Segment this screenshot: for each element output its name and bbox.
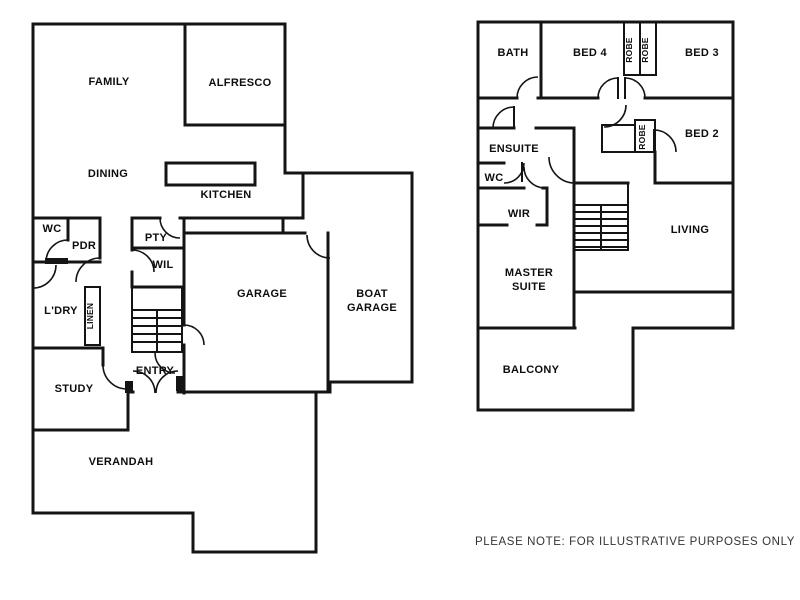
room-label-study: STUDY: [55, 383, 94, 395]
kitchen-bench: [164, 161, 257, 187]
room-label-wil: WIL: [152, 259, 173, 271]
room-label-l-dry: L'DRY: [44, 305, 78, 317]
cavity-slider-door: [45, 258, 68, 264]
room-label-balcony: BALCONY: [503, 364, 560, 376]
room-label-robe-8: ROBE: [637, 124, 647, 149]
room-label-living: LIVING: [671, 224, 709, 236]
room-label-bed-2: BED 2: [685, 128, 719, 140]
upper-floor-labels: BATH BED 4 ROBE ROBE BED 3 ENSUITE WC ROBE BED 2…: [485, 37, 719, 376]
room-label-linen: LINEN: [85, 303, 95, 330]
upper-floor-door-arcs: [492, 76, 677, 189]
entry-door-jamb-right: [176, 376, 184, 391]
upper-floor-outer-walls: [476, 20, 735, 412]
room-label-pdr: PDR: [72, 240, 96, 252]
room-label-entry: ENTRY: [136, 365, 175, 377]
upper-floor-interior-walls: [476, 20, 735, 330]
upper-floor-plan: BATH BED 4 ROBE ROBE BED 3 ENSUITE WC ROBE BED 2…: [476, 20, 735, 412]
ground-floor-labels: FAMILY ALFRESCO DINING KITCHEN WC PDR PTY WIL L'…: [43, 76, 397, 468]
room-label-wc: WC: [485, 172, 504, 184]
room-label-robe-3: ROBE: [624, 37, 634, 62]
ground-floor-stairs: [131, 286, 183, 353]
room-label-verandah: VERANDAH: [89, 456, 154, 468]
room-label-dining: DINING: [88, 168, 128, 180]
entry-door-jamb-left: [125, 381, 133, 393]
room-label-alfresco: ALFRESCO: [209, 77, 272, 89]
room-label-wc: WC: [43, 223, 62, 235]
upper-floor-stairs: [573, 182, 629, 251]
room-label-ensuite: ENSUITE: [489, 143, 539, 155]
room-label-garage: GARAGE: [237, 288, 287, 300]
room-label-wir: WIR: [508, 208, 530, 220]
room-label-robe-4: ROBE: [640, 37, 650, 62]
room-label-bath: BATH: [498, 47, 529, 59]
linen-cupboard: [84, 286, 101, 346]
room-label-family: FAMILY: [88, 76, 129, 88]
room-label-pty: PTY: [145, 232, 168, 244]
room-label-bed-3: BED 3: [685, 47, 719, 59]
ground-floor-door-arcs: [32, 217, 331, 394]
ground-floor-plan: FAMILY ALFRESCO DINING KITCHEN WC PDR PTY WIL L'…: [31, 22, 414, 554]
room-label-bed-4: BED 4: [573, 47, 607, 59]
disclaimer-note: PLEASE NOTE: FOR ILLUSTRATIVE PURPOSES O…: [475, 536, 795, 548]
room-label-kitchen: KITCHEN: [201, 189, 252, 201]
